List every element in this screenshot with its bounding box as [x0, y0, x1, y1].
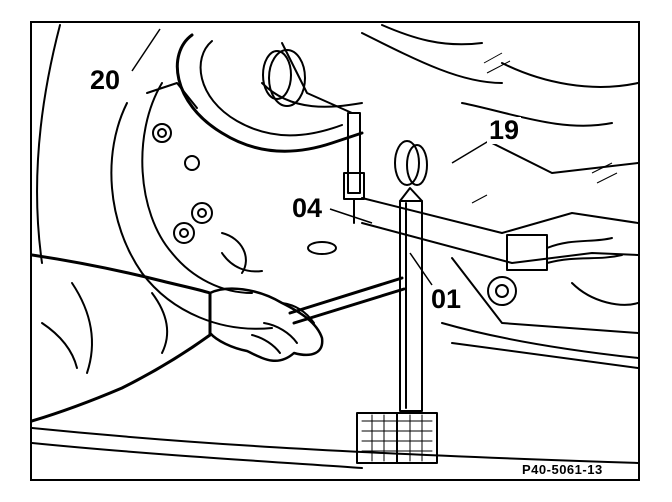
callout-20: 20 [88, 65, 123, 95]
technical-illustration [32, 24, 638, 469]
extension-bar [399, 200, 423, 412]
wheel-outline [36, 24, 61, 264]
bracket-bolt [347, 112, 361, 194]
wheel-rim-arc [110, 102, 273, 330]
hub-nut [152, 123, 172, 143]
hose-clamp [268, 49, 306, 107]
hose-clamp-lower [394, 140, 420, 186]
engine-mount-block [506, 234, 548, 271]
figure-frame: 20 19 04 01 P40-5061-13 [30, 21, 640, 481]
chassis-rail-upper [361, 197, 638, 234]
leader-20 [131, 28, 161, 72]
leader-04 [329, 208, 373, 224]
torque-wrench-handle [288, 276, 404, 315]
upper-hose-inner [199, 40, 343, 137]
chassis-rail-bottom [451, 257, 638, 334]
callout-19: 19 [487, 115, 522, 145]
callout-04: 04 [290, 193, 325, 223]
upper-hose [175, 33, 364, 153]
leader-01 [409, 252, 433, 286]
callout-01: 01 [429, 284, 464, 314]
floor-plate [32, 427, 638, 464]
figure-reference: P40-5061-13 [522, 462, 603, 477]
chassis-rail-lower [361, 222, 638, 264]
arm-sleeve [32, 253, 212, 423]
wheel-inner-arc [141, 82, 253, 294]
hand [208, 287, 324, 363]
